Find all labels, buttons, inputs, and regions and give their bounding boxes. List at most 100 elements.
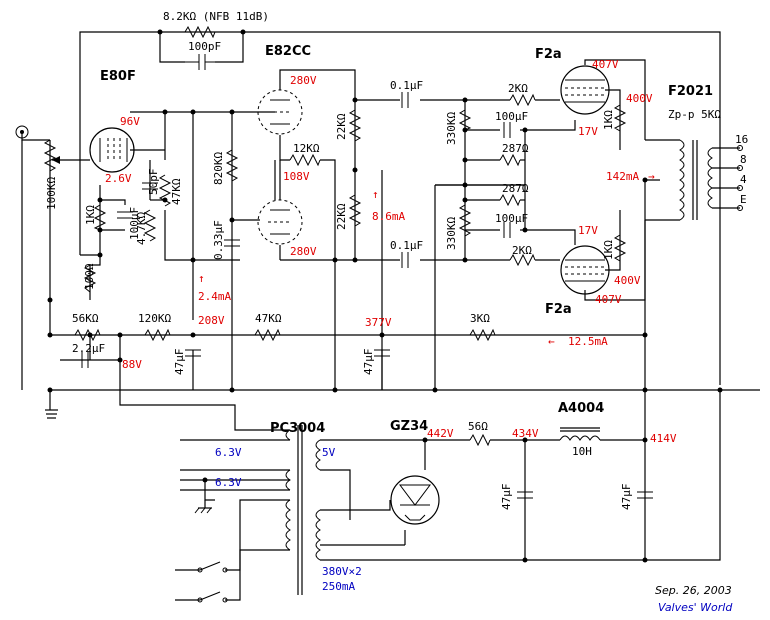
opt-label: F2021	[668, 84, 713, 99]
e80f-tube-icon	[89, 127, 135, 173]
output-transformer-icon	[679, 139, 743, 221]
r100-label: 100Ω	[83, 263, 96, 290]
c100uf-bot-label: 100μF	[495, 212, 528, 225]
r12k-label: 12KΩ	[293, 142, 320, 155]
f2a-bottom-tube-icon	[560, 245, 610, 295]
r4k7-label: 4.7KΩ	[135, 212, 148, 245]
arrow-up-1: ↑	[372, 188, 379, 201]
r820k-label: 820KΩ	[212, 152, 225, 185]
i12-5: 12.5mA	[568, 335, 608, 348]
nfb-label: 8.2KΩ (NFB 11dB)	[163, 10, 269, 23]
v407-top: 407V	[592, 58, 619, 71]
r1k-bot-label: 1KΩ	[602, 240, 615, 260]
c100uf-label: 100μF	[128, 207, 141, 240]
i2-4: 2.4mA	[198, 290, 231, 303]
e82cc-top-tube-icon	[257, 89, 303, 135]
hv-current: 250mA	[322, 580, 355, 593]
r22k-b-label: 22KΩ	[335, 203, 348, 230]
arrow-right: →	[648, 170, 655, 183]
v17-bot: 17V	[578, 224, 598, 237]
c22uf-label: 2.2μF	[72, 342, 105, 355]
nfb-cap-label: 100pF	[188, 40, 221, 53]
v442: 442V	[427, 427, 454, 440]
c47-b-label: 47μF	[362, 349, 375, 376]
e80f-label: E80F	[100, 69, 136, 84]
heater2-voltage: 6.3V	[215, 476, 242, 489]
v414: 414V	[650, 432, 677, 445]
ground-symbol-icon	[194, 500, 212, 514]
r2k-top-label: 2KΩ	[508, 82, 528, 95]
e82cc-label: E82CC	[265, 44, 311, 59]
c01-top-label: 0.1μF	[390, 79, 423, 92]
v208: 208V	[198, 314, 225, 327]
v96: 96V	[120, 115, 140, 128]
pt-label: PC3004	[270, 421, 325, 436]
v17-top: 17V	[578, 125, 598, 138]
c50pf-label: 50pF	[147, 169, 160, 196]
c100uf-top-label: 100μF	[495, 110, 528, 123]
volume-label: 100KΩ	[45, 177, 58, 210]
choke-label: A4004	[558, 401, 604, 416]
rect-heater-voltage: 5V	[322, 446, 336, 459]
tap-e: E	[740, 193, 747, 206]
f2a-top-tube-icon	[560, 65, 610, 115]
tap-16: 16	[735, 133, 748, 146]
i8-6: 8.6mA	[372, 210, 405, 223]
r330k-b-label: 330KΩ	[445, 217, 458, 250]
r56-label: 56Ω	[468, 420, 488, 433]
r330k-a-label: 330KΩ	[445, 112, 458, 145]
volume-pot-icon	[43, 139, 60, 172]
gz34-label: GZ34	[390, 419, 428, 434]
hv-voltage: 380V×2	[322, 565, 362, 578]
footer-site: Valves' World	[658, 601, 733, 614]
junction-dots	[47, 29, 723, 563]
nfb-resistor	[184, 25, 216, 39]
tap-4: 4	[740, 173, 747, 186]
v280-top: 280V	[290, 74, 317, 87]
c01-bot-label: 0.1μF	[390, 239, 423, 252]
v400-bot: 400V	[614, 274, 641, 287]
c033-label: 0.33μF	[212, 220, 225, 260]
c47-d-label: 47μF	[620, 484, 633, 511]
tubes	[89, 65, 610, 525]
r22k-a-label: 22KΩ	[335, 113, 348, 140]
v280-bot: 280V	[290, 245, 317, 258]
power-transformer-icon	[285, 425, 321, 595]
choke-icon	[559, 427, 601, 441]
v400-top: 400V	[626, 92, 653, 105]
heater1-voltage: 6.3V	[215, 446, 242, 459]
c47-c-label: 47μF	[500, 484, 513, 511]
r287-bot-label: 287Ω	[502, 182, 529, 195]
e82cc-bottom-tube-icon	[257, 199, 303, 245]
v407-bot: 407V	[595, 293, 622, 306]
c47-a-label: 47μF	[173, 349, 186, 376]
gz34-rectifier-icon	[390, 475, 440, 525]
r56k-label: 56KΩ	[72, 312, 99, 325]
v2-6: 2.6V	[105, 172, 132, 185]
footer-date: Sep. 26, 2003	[655, 584, 732, 597]
arrow-left: ←	[548, 335, 555, 348]
r287-top-label: 287Ω	[502, 142, 529, 155]
arrow-up-2: ↑	[198, 272, 205, 285]
choke-value: 10H	[572, 445, 592, 458]
capacitors	[81, 54, 653, 499]
r-12k	[289, 153, 321, 167]
r120k-label: 120KΩ	[138, 312, 171, 325]
r3k-label: 3KΩ	[470, 312, 490, 325]
power-switch-icon	[197, 561, 228, 603]
r2k-bot-label: 2KΩ	[512, 244, 532, 257]
f2a-top-label: F2a	[535, 47, 562, 62]
r1k-label: 1KΩ	[84, 205, 97, 225]
v434: 434V	[512, 427, 539, 440]
resistors	[74, 25, 627, 447]
r47k-b-label: 47KΩ	[255, 312, 282, 325]
opt-impedance: Zp-p 5KΩ	[668, 108, 721, 121]
tap-8: 8	[740, 153, 747, 166]
r47k-label: 47KΩ	[170, 178, 183, 205]
input-jack-icon	[15, 125, 29, 139]
v88: 88V	[122, 358, 142, 371]
v108: 108V	[283, 170, 310, 183]
i142: 142mA	[606, 170, 639, 183]
